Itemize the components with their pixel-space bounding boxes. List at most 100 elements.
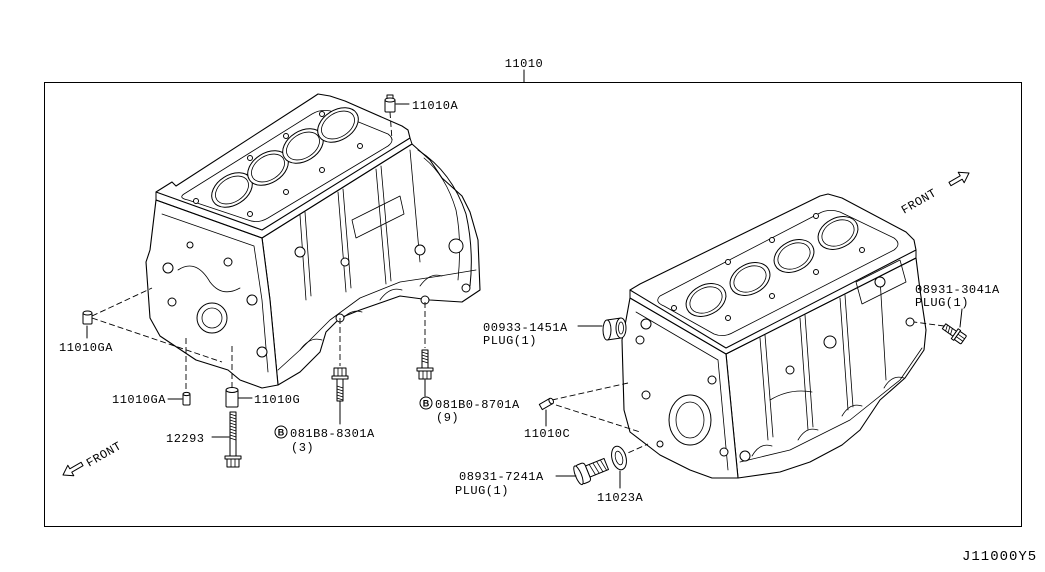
front-label-left: FRONT <box>84 439 124 470</box>
end-face-oil-pump-bore-inner <box>201 307 223 329</box>
end-face-bolt-hole <box>656 440 664 448</box>
callout-081b0-8701a-qty: (9) <box>436 411 459 425</box>
front-arrow-icon <box>948 171 970 187</box>
left-cylinder-bore-4 <box>317 107 359 143</box>
dashed-line <box>555 404 641 433</box>
left-block-deck-edge <box>155 137 413 239</box>
front-arrow-icon-right <box>948 171 970 187</box>
plug-threads <box>588 459 608 476</box>
plug-rim <box>602 319 612 341</box>
head-bolt-hole <box>357 143 363 149</box>
end-face-oil-pump-bore <box>196 302 228 334</box>
head-bolt-hole <box>813 269 819 275</box>
head-bolt-hole <box>859 247 865 253</box>
callout-081b8-8301a-qty: (3) <box>291 441 314 455</box>
figure-code: J11000Y5 <box>962 549 1037 565</box>
mount-boss <box>340 257 350 267</box>
head-bolt-hole <box>319 167 325 173</box>
circled-b-ring <box>419 396 433 410</box>
plug-00933-1451a-part <box>602 317 627 341</box>
drain-plug-bore <box>739 450 751 462</box>
washer-outer <box>611 445 627 471</box>
side-face-pad <box>351 195 405 239</box>
dowel-11010c-part <box>538 397 554 411</box>
end-face-flange-line <box>161 213 269 373</box>
right-block-side-face <box>725 257 927 479</box>
dowel-top <box>82 310 93 316</box>
bolt-12293-part <box>224 411 242 468</box>
dowel-top <box>384 97 396 103</box>
dowel-top <box>182 391 191 397</box>
callout-08931-3041a-desc: PLUG(1) <box>915 296 969 310</box>
end-face-bolt-hole <box>223 257 233 267</box>
head-bolt-hole <box>283 189 289 195</box>
callout-11010a: 11010A <box>412 99 459 113</box>
plug-face <box>615 317 627 339</box>
head-bolt-hole <box>193 198 199 204</box>
right-cylinder-liner-1 <box>689 286 723 314</box>
head-bolt-hole <box>769 237 775 243</box>
dowel-11010a-part <box>384 94 396 113</box>
right-engine-block <box>621 193 927 479</box>
side-mount-pad <box>855 259 907 305</box>
dashed-line <box>91 287 153 317</box>
left-block-side-details <box>277 149 477 371</box>
mount-boss <box>785 365 795 375</box>
plug-08931-3041a-part <box>941 323 967 345</box>
bolt-head-facets <box>337 367 343 377</box>
crankcase-rail-line <box>739 347 923 463</box>
dashed-line <box>389 111 393 141</box>
mount-boss <box>823 335 837 349</box>
assembly-frame <box>44 82 1022 527</box>
end-face-bolt-hole <box>186 241 194 249</box>
end-face-bolt-hole <box>167 297 177 307</box>
front-arrow-icon-left <box>62 461 84 477</box>
mount-boss <box>448 238 464 254</box>
bolt-head-facets <box>422 370 428 380</box>
callout-00933-1451a: 00933-1451A <box>483 321 568 335</box>
callout-11010g: 11010G <box>254 393 300 407</box>
bolt-head-facets <box>230 458 236 468</box>
left-cylinder-liner-4 <box>321 110 355 140</box>
bolt-081b8-8301a-part <box>331 367 349 402</box>
dowel-end <box>548 397 554 405</box>
left-block-water-jacket <box>181 110 393 222</box>
plug-threads <box>945 324 953 335</box>
callout-00933-1451a-desc: PLUG(1) <box>483 334 537 348</box>
bolt-threads <box>229 413 237 441</box>
assembly-dashed-lines <box>91 111 945 461</box>
callout-11010ga-left: 11010GA <box>59 341 113 355</box>
end-face-bolt-hole <box>162 262 174 274</box>
right-block-water-jacket <box>657 210 899 336</box>
bolt-head <box>333 367 347 377</box>
callout-11023a: 11023A <box>597 491 644 505</box>
circled-b-icon: B <box>274 425 288 439</box>
bolt-threads <box>336 385 344 401</box>
leader-line <box>959 308 963 328</box>
circled-b-icon: B <box>419 396 433 410</box>
mount-boss <box>874 276 886 288</box>
washer-11023a-part <box>611 445 627 471</box>
mount-boss <box>294 246 306 258</box>
callout-08931-7241a-desc: PLUG(1) <box>455 484 509 498</box>
plug-bore <box>640 318 652 330</box>
head-bolt-hole <box>319 111 325 117</box>
dashed-line <box>91 317 223 363</box>
assembly-number-label: 11010 <box>505 57 544 71</box>
mount-boss <box>414 244 426 256</box>
end-face-bolt-hole <box>719 447 729 457</box>
end-face-bolt-hole <box>246 294 258 306</box>
right-cylinder-liner-2 <box>733 265 767 293</box>
dowel-top <box>225 387 239 393</box>
right-cylinder-liner-4 <box>821 219 855 247</box>
callout-11010c: 11010C <box>524 427 570 441</box>
end-face-bolt-hole <box>256 346 268 358</box>
dashed-line <box>611 443 649 461</box>
head-bolt-hole <box>247 211 253 217</box>
plug-bore <box>905 317 915 327</box>
circled-b-letter: B <box>278 427 285 437</box>
rear-main-seal-bore-inner <box>675 401 705 439</box>
side-face-rib <box>769 390 813 401</box>
bell-housing-flange <box>417 149 472 287</box>
